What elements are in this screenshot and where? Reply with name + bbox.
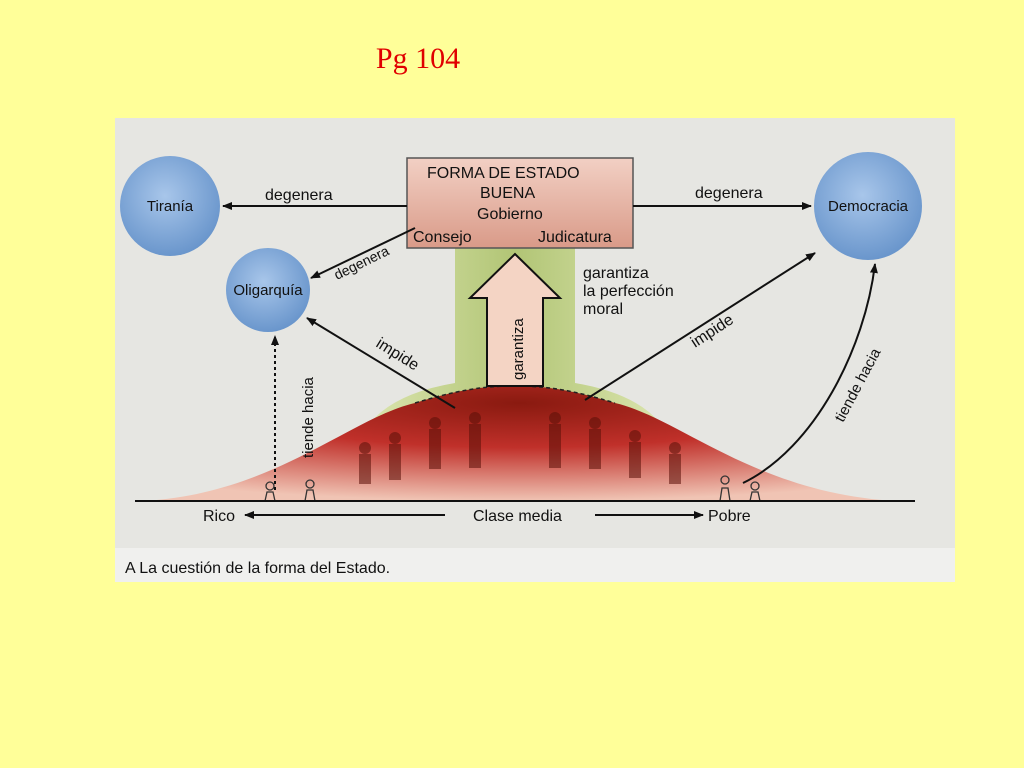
axis-label-clase-media: Clase media: [473, 508, 562, 525]
arrow-tiende-right: [742, 263, 878, 484]
diagram-svg: FORMA DE ESTADO BUENA Gobierno Consejo J…: [115, 118, 955, 582]
box-gobierno: Gobierno: [477, 206, 543, 223]
box-title-line2: BUENA: [480, 185, 535, 202]
box-judicatura: Judicatura: [538, 229, 612, 246]
label-garantiza-line3: moral: [583, 301, 623, 318]
axis-label-pobre: Pobre: [708, 508, 751, 525]
arrow-impide-left: [306, 317, 456, 409]
node-democracia-label: Democracia: [828, 198, 909, 215]
diagram-figure: FORMA DE ESTADO BUENA Gobierno Consejo J…: [115, 118, 955, 582]
node-tirania-label: Tiranía: [147, 198, 194, 215]
label-degenera-democracia: degenera: [695, 185, 763, 202]
label-degenera-tirania: degenera: [265, 187, 333, 204]
box-title-line1: FORMA DE ESTADO: [427, 165, 580, 182]
arrow-impide-right: [584, 252, 816, 401]
arrow-degenera-oligarquia: [310, 227, 416, 279]
label-tiende-left: tiende hacia: [300, 376, 317, 458]
garantiza-up-arrow: [467, 252, 563, 387]
node-oligarquia: [226, 248, 310, 332]
caption-background: [115, 548, 955, 582]
box-consejo: Consejo: [413, 229, 472, 246]
label-garantiza-vertical: garantiza: [510, 318, 527, 380]
node-democracia: [814, 152, 922, 260]
label-garantiza-line2: la perfección: [583, 283, 674, 300]
page-title: Pg 104: [375, 42, 461, 75]
node-tirania: [120, 156, 220, 256]
small-figures: [264, 475, 761, 502]
node-oligarquia-label: Oligarquía: [233, 282, 303, 299]
figure-caption: A La cuestión de la forma del Estado.: [125, 560, 390, 577]
forma-estado-box: [406, 157, 634, 249]
crowd-figures: [359, 412, 681, 484]
axis-label-rico: Rico: [203, 508, 235, 525]
label-garantiza-line1: garantiza: [583, 265, 649, 282]
crowd-hill: [145, 386, 895, 501]
